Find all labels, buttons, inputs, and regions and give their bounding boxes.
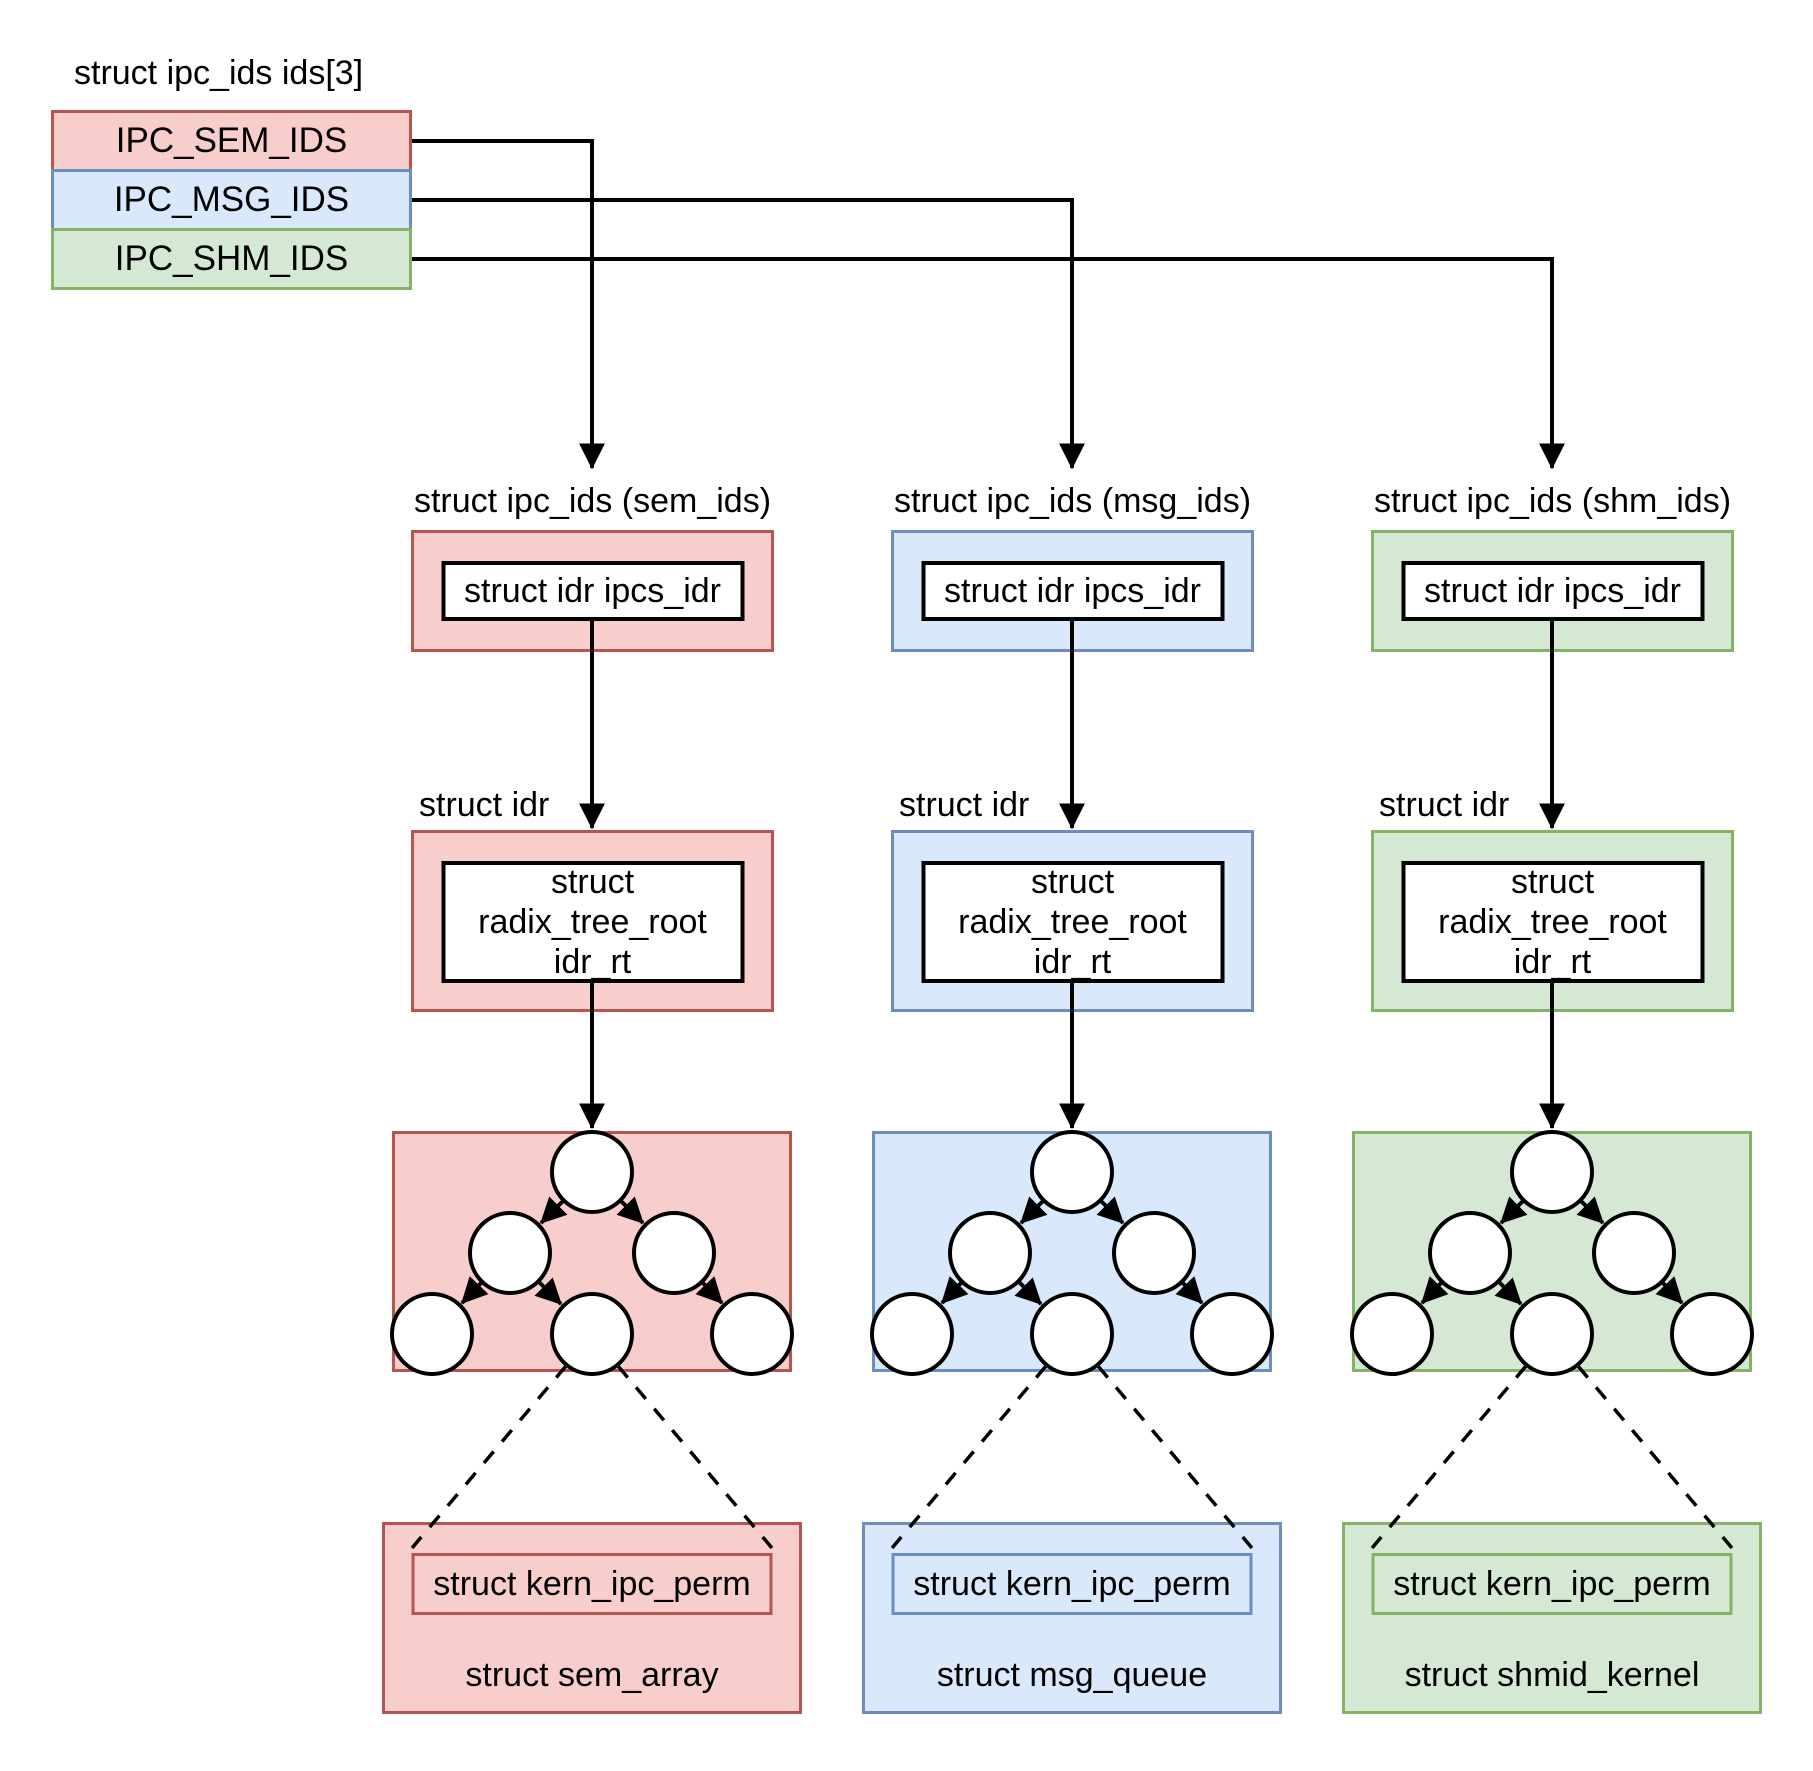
col-shm-radix-tree-area — [1352, 1131, 1752, 1372]
dashed-link-to-kern-ipc-perm — [1370, 1364, 1528, 1550]
edge-msg-ids-to-column — [412, 198, 1085, 470]
col-sem-ipc-ids-box: struct idr ipcs_idr — [411, 530, 774, 652]
col-shm-header-label: struct ipc_ids (shm_ids) — [1373, 482, 1732, 520]
dashed-link-to-kern-ipc-perm — [410, 1364, 568, 1550]
dashed-link-to-kern-ipc-perm — [1096, 1364, 1254, 1550]
col-sem-object-box: struct kern_ipc_perm struct sem_array — [382, 1522, 802, 1714]
col-msg-header-label: struct ipc_ids (msg_ids) — [893, 482, 1252, 520]
array-row-sem: IPC_SEM_IDS — [51, 110, 412, 172]
col-sem-idr-label: struct idr — [419, 786, 550, 824]
col-sem-radix-tree-root-field: struct radix_tree_root idr_rt — [441, 861, 744, 983]
array-row-msg: IPC_MSG_IDS — [51, 169, 412, 231]
col-msg-kern-ipc-perm-field: struct kern_ipc_perm — [891, 1553, 1253, 1615]
col-msg-object-label: struct msg_queue — [936, 1656, 1208, 1694]
array-row-shm: IPC_SHM_IDS — [51, 228, 412, 290]
col-shm-idr-box: struct radix_tree_root idr_rt — [1371, 830, 1734, 1012]
col-msg-idr-box: struct radix_tree_root idr_rt — [891, 830, 1254, 1012]
col-msg-object-box: struct kern_ipc_perm struct msg_queue — [862, 1522, 1282, 1714]
edge-sem-ids-to-column — [412, 139, 605, 470]
array-row-msg-label: IPC_MSG_IDS — [113, 180, 350, 219]
col-sem-ipcs-idr-field: struct idr ipcs_idr — [441, 561, 744, 621]
col-sem-header-label: struct ipc_ids (sem_ids) — [413, 482, 772, 520]
col-shm-object-box: struct kern_ipc_perm struct shmid_kernel — [1342, 1522, 1762, 1714]
col-msg-ipcs-idr-field: struct idr ipcs_idr — [921, 561, 1224, 621]
col-sem-object-label: struct sem_array — [465, 1656, 719, 1694]
col-shm-radix-tree-root-field: struct radix_tree_root idr_rt — [1401, 861, 1704, 983]
dashed-link-to-kern-ipc-perm — [890, 1364, 1048, 1550]
array-row-shm-label: IPC_SHM_IDS — [114, 239, 349, 278]
dashed-link-to-kern-ipc-perm — [616, 1364, 774, 1550]
col-shm-ipc-ids-box: struct idr ipcs_idr — [1371, 530, 1734, 652]
col-msg-idr-label: struct idr — [899, 786, 1030, 824]
col-shm-idr-label: struct idr — [1379, 786, 1510, 824]
col-sem-kern-ipc-perm-field: struct kern_ipc_perm — [411, 1553, 773, 1615]
col-sem-radix-tree-area — [392, 1131, 792, 1372]
col-sem-idr-box: struct radix_tree_root idr_rt — [411, 830, 774, 1012]
col-msg-radix-tree-area — [872, 1131, 1272, 1372]
edge-shm-ids-to-column — [412, 257, 1565, 470]
col-msg-ipc-ids-box: struct idr ipcs_idr — [891, 530, 1254, 652]
array-row-sem-label: IPC_SEM_IDS — [115, 121, 348, 160]
col-shm-ipcs-idr-field: struct idr ipcs_idr — [1401, 561, 1704, 621]
dashed-link-to-kern-ipc-perm — [1576, 1364, 1734, 1550]
col-msg-radix-tree-root-field: struct radix_tree_root idr_rt — [921, 861, 1224, 983]
col-shm-kern-ipc-perm-field: struct kern_ipc_perm — [1371, 1553, 1733, 1615]
col-shm-object-label: struct shmid_kernel — [1404, 1656, 1700, 1694]
array-title: struct ipc_ids ids[3] — [74, 54, 364, 92]
